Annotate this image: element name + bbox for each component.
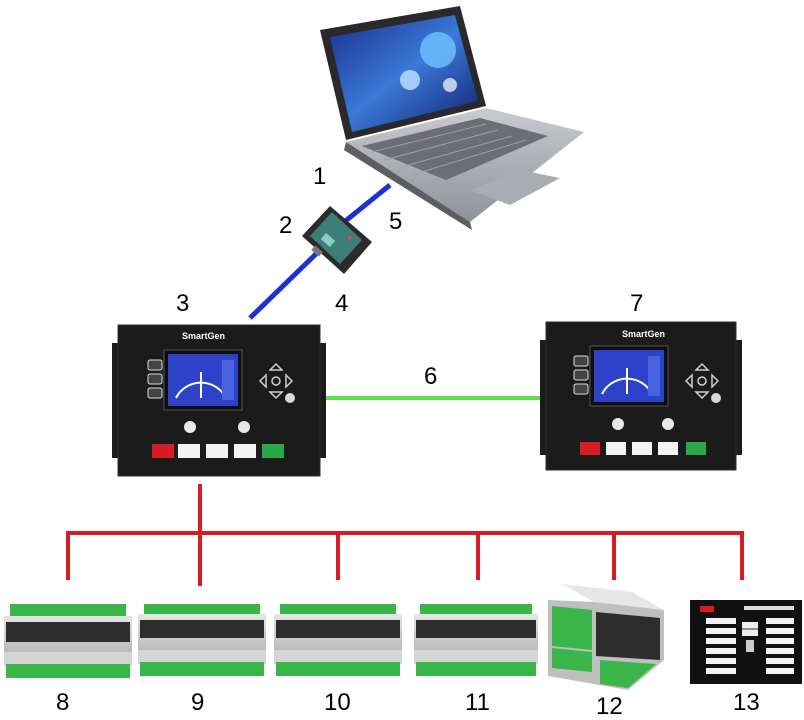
module-12 bbox=[548, 584, 664, 690]
label-7: 7 bbox=[630, 290, 643, 317]
annunciator-panel-icon bbox=[690, 600, 802, 684]
laptop-icon bbox=[320, 6, 584, 230]
label-8: 8 bbox=[56, 689, 69, 716]
genset-controller-icon: SmartGen bbox=[112, 324, 326, 477]
label-13: 13 bbox=[733, 689, 760, 716]
expansion-module-icon bbox=[4, 584, 664, 690]
controller-a-brand: SmartGen bbox=[182, 331, 225, 341]
module-8 bbox=[4, 604, 132, 678]
label-5: 5 bbox=[389, 208, 402, 235]
expansion-bus bbox=[66, 484, 744, 586]
number-labels: 1 2 3 4 5 6 7 8 9 10 11 12 13 bbox=[56, 163, 760, 720]
controller-b-brand: SmartGen bbox=[622, 329, 665, 339]
usb-cable-upper bbox=[336, 183, 392, 229]
module-9 bbox=[138, 604, 266, 676]
usb-converter-icon bbox=[302, 206, 372, 274]
label-9: 9 bbox=[191, 689, 204, 716]
label-11: 11 bbox=[465, 689, 490, 716]
label-6: 6 bbox=[424, 363, 437, 390]
label-12: 12 bbox=[596, 693, 623, 720]
label-10: 10 bbox=[324, 689, 351, 716]
label-3: 3 bbox=[176, 290, 189, 317]
label-4: 4 bbox=[335, 290, 348, 317]
genset-controller-icon-b: SmartGen bbox=[540, 321, 742, 471]
usb-cable-lower bbox=[248, 251, 319, 320]
label-1: 1 bbox=[313, 163, 326, 190]
module-11 bbox=[414, 604, 538, 676]
label-2: 2 bbox=[279, 212, 292, 239]
cables bbox=[66, 183, 744, 586]
module-10 bbox=[274, 604, 402, 676]
